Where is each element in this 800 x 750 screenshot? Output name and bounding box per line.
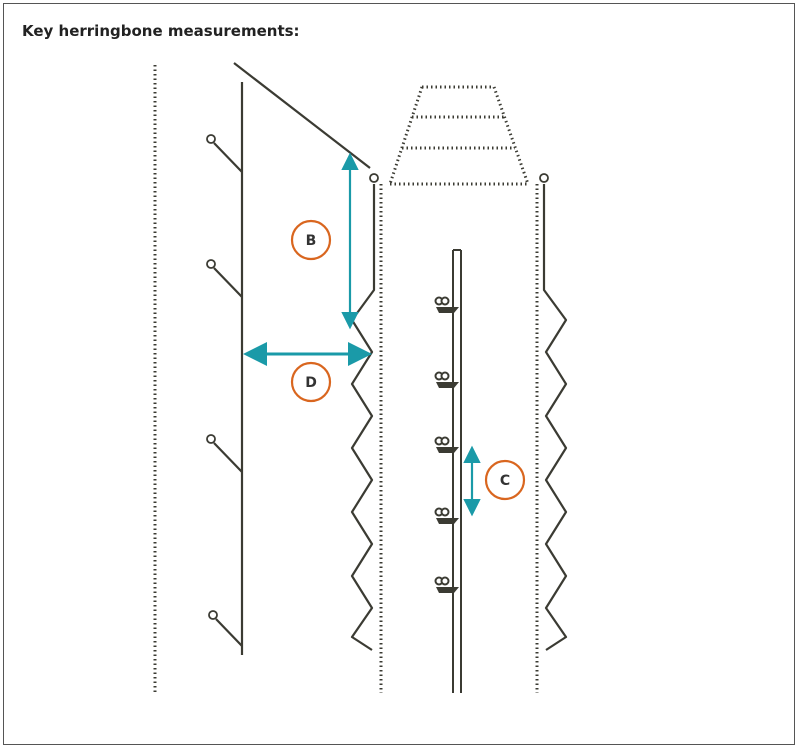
diagram-frame <box>3 3 795 745</box>
post-clip <box>434 436 459 453</box>
left-wavy-pin <box>369 173 379 183</box>
center-post <box>452 249 462 693</box>
label-c: C <box>484 459 526 501</box>
diagonal-line <box>233 62 371 169</box>
left-branch <box>206 134 243 173</box>
post-clip <box>434 576 459 593</box>
label-d: D <box>290 361 332 403</box>
left-branch <box>206 434 243 473</box>
diagram-title: Key herringbone measurements: <box>22 22 300 40</box>
right-wavy-line <box>542 184 568 651</box>
trapezoid-dotted <box>388 85 530 186</box>
svg-text:B: B <box>306 233 317 249</box>
svg-text:D: D <box>305 375 317 391</box>
right-wavy-pin <box>539 173 549 183</box>
post-clip <box>434 296 459 313</box>
post-clip <box>434 507 459 524</box>
post-clip <box>434 371 459 388</box>
svg-text:C: C <box>500 473 510 489</box>
left-branch <box>206 259 243 298</box>
left-wavy-line <box>350 184 376 651</box>
label-b: B <box>290 219 332 261</box>
left-branch <box>208 610 243 647</box>
